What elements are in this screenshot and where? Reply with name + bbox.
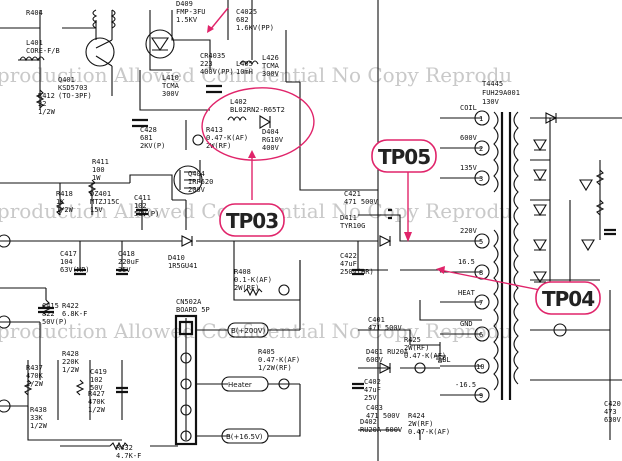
pin-label-3: 3 bbox=[479, 175, 483, 183]
pin-name-coil: COIL bbox=[460, 104, 477, 112]
transformer-part: FUH29A001 bbox=[482, 89, 520, 97]
pin-9 bbox=[474, 387, 490, 403]
connector-ref: CN502A bbox=[176, 298, 202, 306]
pin-1 bbox=[474, 110, 490, 126]
pin-label-5: 5 bbox=[479, 238, 483, 246]
highlight-circle bbox=[201, 87, 315, 161]
watermark-row-1: Reproduction Allowed Confidential No Cop… bbox=[0, 63, 512, 87]
tp04-label: TP04 bbox=[542, 287, 594, 311]
bubble-heater: Heater bbox=[228, 381, 252, 389]
pin-name-220v: 220V bbox=[460, 227, 478, 235]
connector-cn502a: CN502A BOARD 5P B(+200V) Heater B(+16.5V… bbox=[176, 298, 266, 441]
pin-label-8: 8 bbox=[479, 269, 483, 277]
pin-label-7: 7 bbox=[479, 299, 483, 307]
pin-6 bbox=[474, 326, 490, 342]
component-label: R404 bbox=[26, 9, 43, 17]
pin-name-gnd: GND bbox=[460, 320, 473, 328]
transformer-pins: 1 2 3 5 8 7 6 10 9 COIL 600V 135V 220V 1… bbox=[438, 80, 520, 403]
pin-name-135v: 135V bbox=[460, 164, 478, 172]
pin-label-2: 2 bbox=[479, 145, 483, 153]
pin-2 bbox=[474, 140, 490, 156]
tp05-arrowhead bbox=[404, 232, 412, 242]
components bbox=[0, 9, 616, 451]
pin-label-6: 6 bbox=[479, 331, 483, 339]
bubble-b-plus-16-5v: B(+16.5V) bbox=[226, 433, 263, 441]
connector-desc: BOARD 5P bbox=[176, 306, 210, 314]
pin-name-600v: 600V bbox=[460, 134, 478, 142]
tp03-arrowhead bbox=[248, 150, 256, 158]
tp04-badge bbox=[535, 281, 601, 315]
tp05-badge bbox=[371, 139, 437, 173]
tp03-label: TP03 bbox=[226, 209, 278, 233]
pin-name-heat: HEAT bbox=[458, 289, 476, 297]
pin-label-1: 1 bbox=[479, 115, 483, 123]
tp04-leader bbox=[439, 269, 541, 291]
tp05-label: TP05 bbox=[378, 145, 430, 169]
pin-name-16-5: 16.5 bbox=[458, 258, 475, 266]
pin-10 bbox=[474, 358, 490, 374]
transformer-ref: T4445 bbox=[482, 80, 503, 88]
annotations: TP03 TP05 TP04 bbox=[201, 7, 601, 315]
tp03-badge bbox=[219, 203, 285, 237]
pin-label-10: 10 bbox=[476, 363, 484, 371]
pin-7 bbox=[474, 294, 490, 310]
top-arrowhead bbox=[207, 25, 214, 33]
pin-name-neg16-5: -16.5 bbox=[455, 381, 476, 389]
transformer-voltage: 130V bbox=[482, 98, 500, 106]
pin-label-9: 9 bbox=[479, 392, 483, 400]
pin-5 bbox=[474, 233, 490, 249]
tp04-arrowhead bbox=[436, 266, 445, 274]
top-leader bbox=[209, 7, 229, 31]
pin-3 bbox=[474, 170, 490, 186]
abl-label: ABL bbox=[438, 356, 451, 364]
bubble-b-plus-200v: B(+200V) bbox=[231, 327, 266, 335]
